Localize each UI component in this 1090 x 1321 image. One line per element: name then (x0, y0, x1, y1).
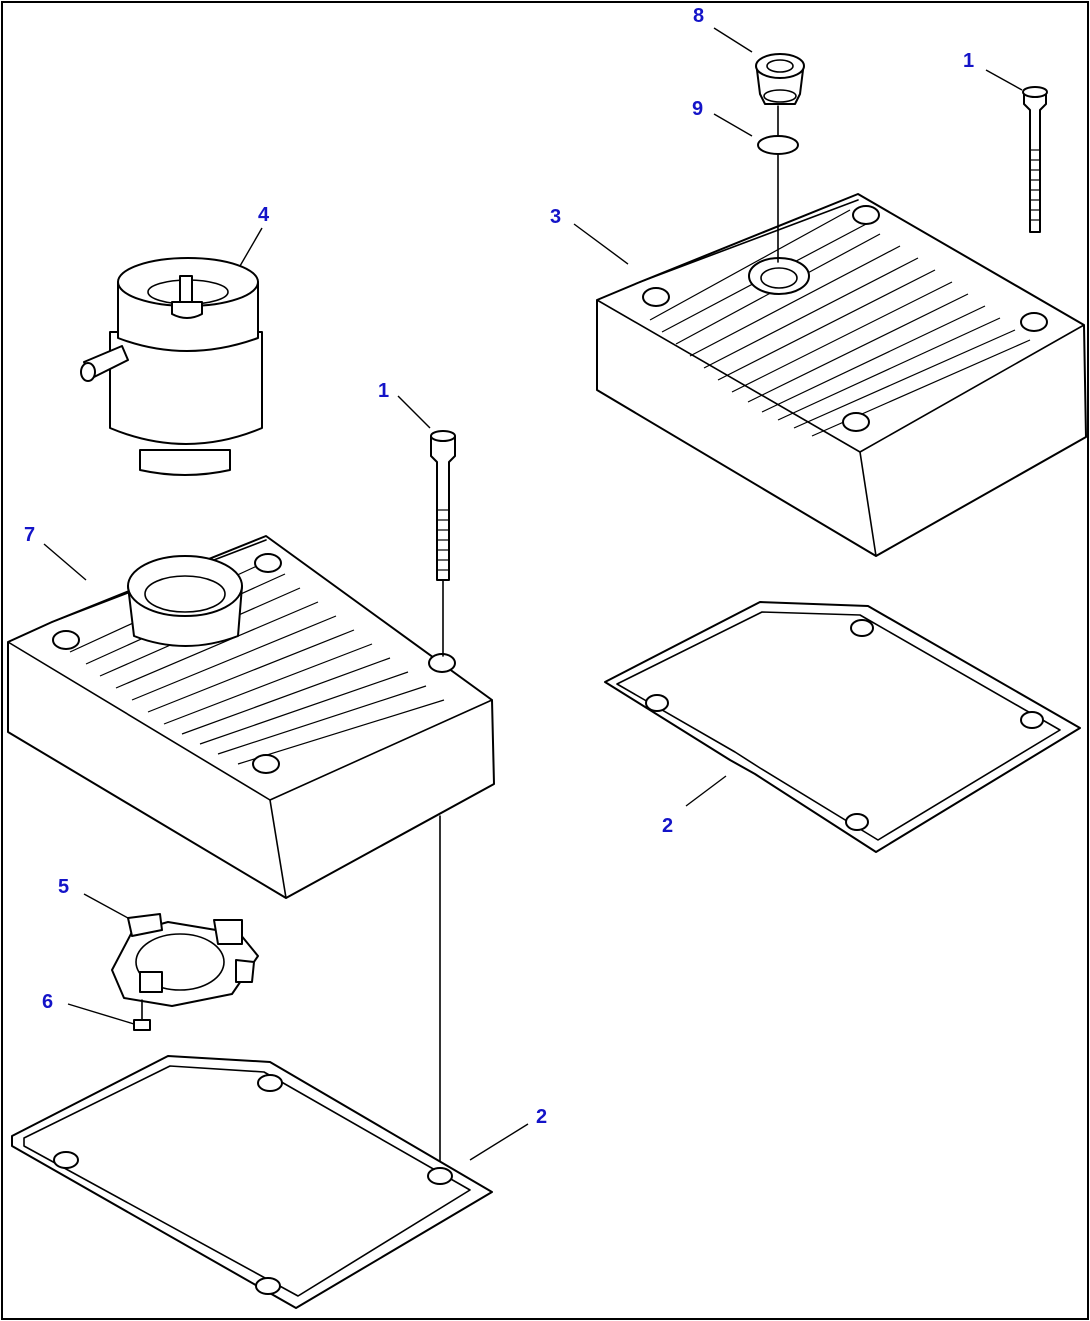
leader-lines (43, 27, 1023, 1161)
gasket-right (604, 601, 1081, 853)
bolt-left (430, 430, 456, 581)
callout-8: 8 (693, 5, 704, 27)
callout-2-right: 2 (662, 815, 673, 837)
callout-1-right: 1 (963, 50, 974, 72)
valve-cover-left (7, 535, 495, 899)
callout-9: 9 (692, 98, 703, 120)
gasket-left (11, 1055, 493, 1309)
o-ring (757, 135, 799, 155)
bolt-right (1022, 86, 1048, 233)
breather-assembly (80, 257, 263, 476)
valve-cover-right (596, 193, 1087, 557)
callout-3: 3 (550, 206, 561, 228)
filler-cap (755, 53, 805, 105)
callout-6: 6 (42, 991, 53, 1013)
mounting-bracket (111, 913, 259, 1007)
callout-4: 4 (258, 204, 270, 226)
callout-7: 7 (24, 524, 35, 546)
clip (133, 999, 151, 1031)
callout-5: 5 (58, 876, 69, 898)
callout-1-left: 1 (378, 380, 389, 402)
callout-2-left: 2 (536, 1106, 547, 1128)
